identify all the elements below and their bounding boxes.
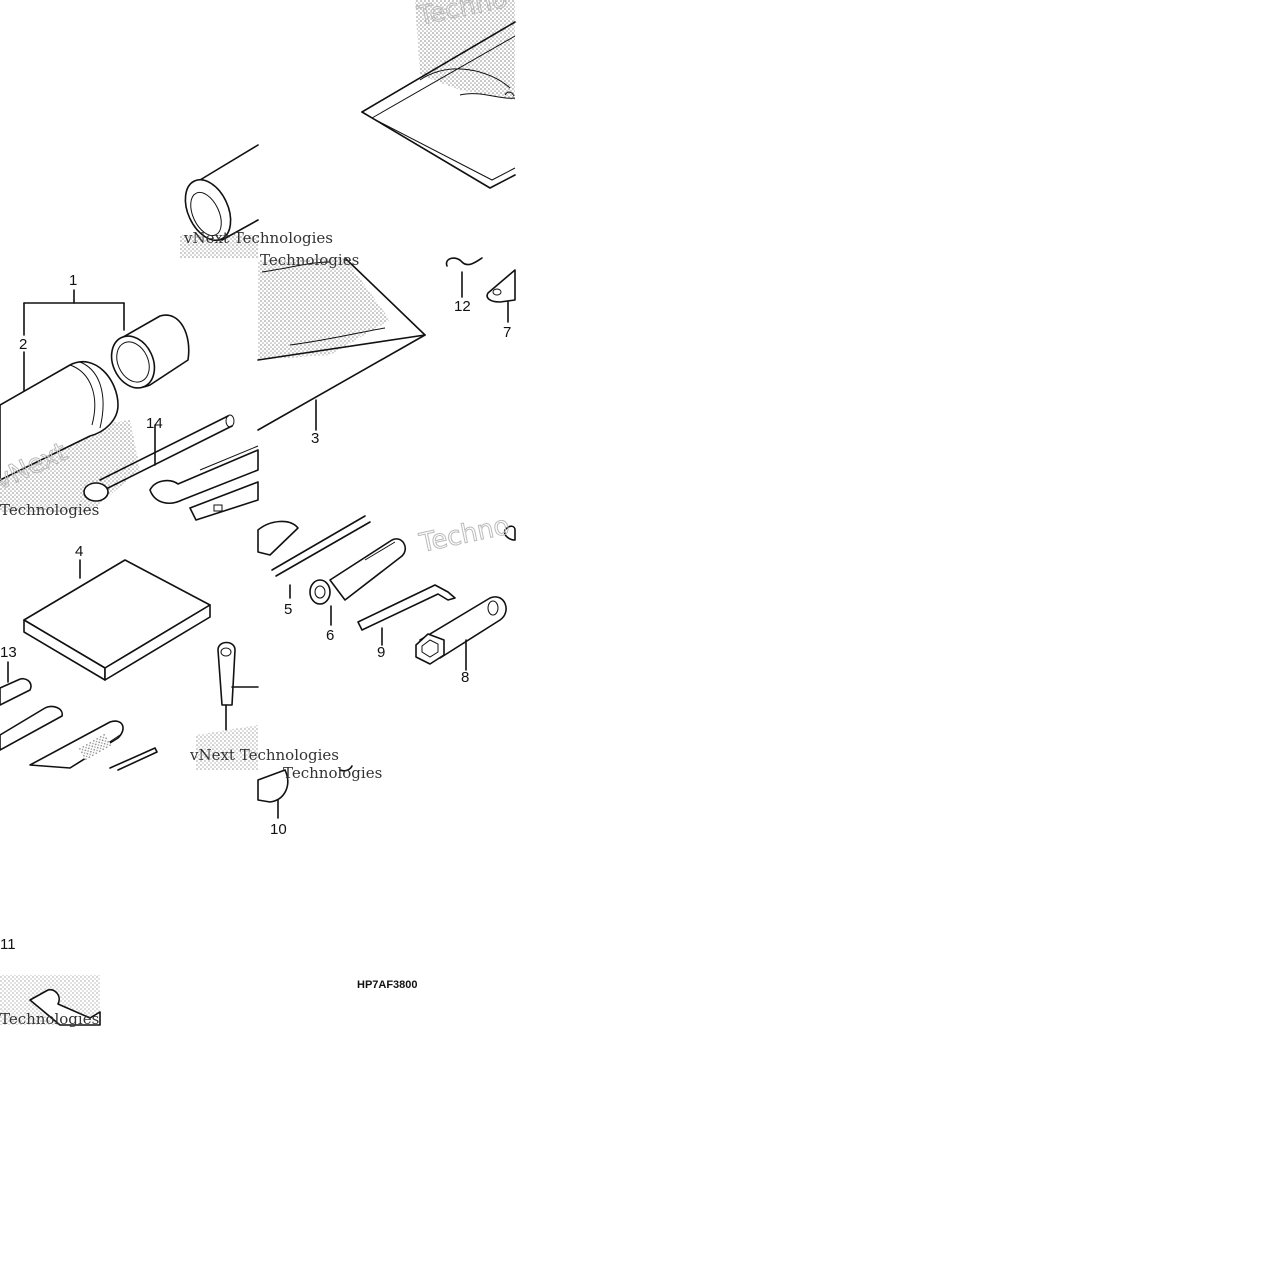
lower-items [0, 765, 353, 1026]
watermark-big-right: Techno [416, 511, 512, 559]
watermark-text-corner: Technologies [0, 1010, 99, 1028]
callout-9[interactable]: 9 [377, 644, 385, 661]
watermark-text-bottom-2: Technologies [283, 764, 382, 782]
callout-6[interactable]: 6 [326, 627, 334, 644]
watermark-text-left: Technologies [0, 501, 99, 519]
callout-1[interactable]: 1 [69, 272, 77, 289]
callout-8[interactable]: 8 [461, 669, 469, 686]
callout-11[interactable]: 11 [0, 936, 16, 953]
manual-wrench-tile [0, 559, 259, 771]
cylinder-tube-tile [180, 144, 259, 258]
callout-3[interactable]: 3 [311, 430, 319, 447]
watermark: vNext Technologies Technologies Technolo… [0, 0, 513, 1028]
callout-13[interactable]: 13 [0, 644, 17, 661]
callout-7[interactable]: 7 [503, 324, 511, 341]
callout-2[interactable]: 2 [19, 336, 27, 353]
part-code: HP7AF3800 [357, 979, 418, 991]
tool-bag-tile [361, 0, 516, 189]
watermark-text-bottom: vNext Technologies [189, 746, 339, 764]
watermark-text-mid: Technologies [260, 251, 359, 269]
callout-14[interactable]: 14 [146, 415, 163, 432]
callout-4[interactable]: 4 [75, 543, 83, 560]
watermark-text-top: vNext Technologies [183, 229, 333, 247]
clips-tile [445, 257, 516, 323]
callout-labels: 1 2 3 4 5 6 7 8 9 10 11 12 13 14 [0, 272, 511, 953]
callout-10[interactable]: 10 [270, 821, 287, 838]
callout-12[interactable]: 12 [454, 298, 471, 315]
callout-5[interactable]: 5 [284, 601, 292, 618]
cloth-tile [257, 257, 426, 431]
tool-case-tile [0, 289, 259, 521]
socket-tools-tile [257, 515, 516, 671]
